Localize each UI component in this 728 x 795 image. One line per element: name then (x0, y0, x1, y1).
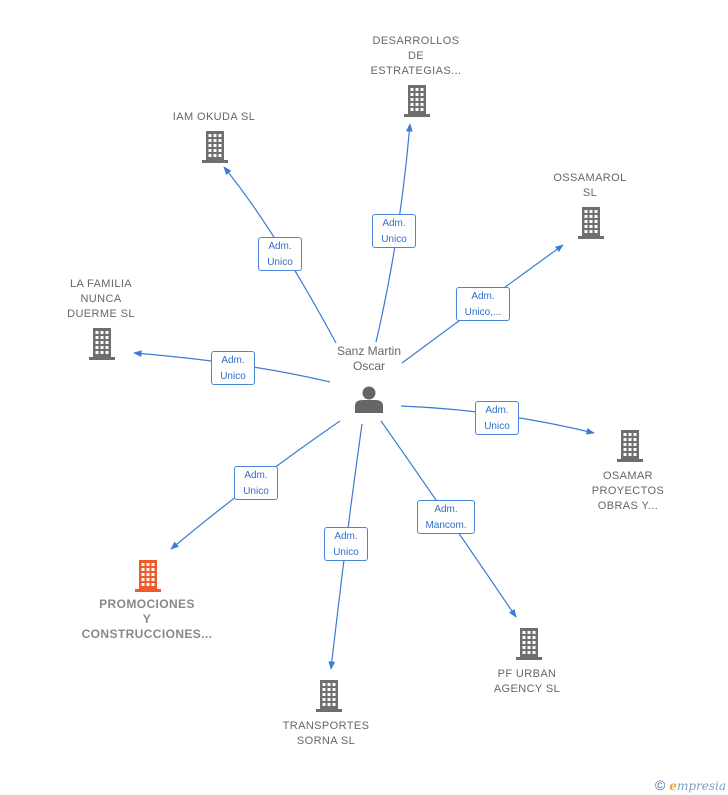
building-icon-iam[interactable] (202, 131, 228, 163)
edge-label-ossamarol[interactable]: Adm. Unico,... (456, 287, 510, 321)
company-label-pfurban[interactable]: PF URBAN AGENCY SL (493, 668, 561, 695)
building-icon-transportes[interactable] (316, 680, 342, 712)
company-label-promociones[interactable]: PROMOCIONES Y CONSTRUCCIONES... (81, 597, 213, 641)
footer-brand[interactable]: ©empresia (655, 777, 726, 793)
person-icon[interactable] (355, 386, 383, 414)
building-icon-pfurban[interactable] (516, 628, 542, 660)
edge-label-desarrollos[interactable]: Adm. Unico (372, 214, 416, 248)
company-label-iam[interactable]: IAM OKUDA SL (172, 111, 256, 123)
icons-layer (89, 85, 643, 712)
building-icon-ossamarol[interactable] (578, 207, 604, 239)
edge-label-familia[interactable]: Adm. Unico (211, 351, 255, 385)
copyright-icon: © (654, 777, 666, 793)
company-label-familia[interactable]: LA FAMILIA NUNCA DUERME SL (67, 278, 135, 320)
center-person-label[interactable]: Sanz Martin Oscar (336, 344, 402, 373)
edge-label-pfurban[interactable]: Adm. Mancom. (417, 500, 475, 534)
building-icon-osamar[interactable] (617, 430, 643, 462)
company-label-osamar[interactable]: OSAMAR PROYECTOS OBRAS Y... (591, 470, 665, 512)
edge-label-transportes[interactable]: Adm. Unico (324, 527, 368, 561)
edge-label-promociones[interactable]: Adm. Unico (234, 466, 278, 500)
edge-label-osamar[interactable]: Adm. Unico (475, 401, 519, 435)
brand-logo: empresia (669, 779, 726, 793)
edge-label-iam[interactable]: Adm. Unico (258, 237, 302, 271)
company-label-desarrollos[interactable]: DESARROLLOS DE ESTRATEGIAS... (370, 35, 462, 77)
building-icon-familia[interactable] (89, 328, 115, 360)
company-label-ossamarol[interactable]: OSSAMAROL SL (553, 172, 627, 199)
building-icon-desarrollos[interactable] (404, 85, 430, 117)
building-icon-promociones[interactable] (135, 560, 161, 592)
company-label-transportes[interactable]: TRANSPORTES SORNA SL (282, 720, 370, 747)
